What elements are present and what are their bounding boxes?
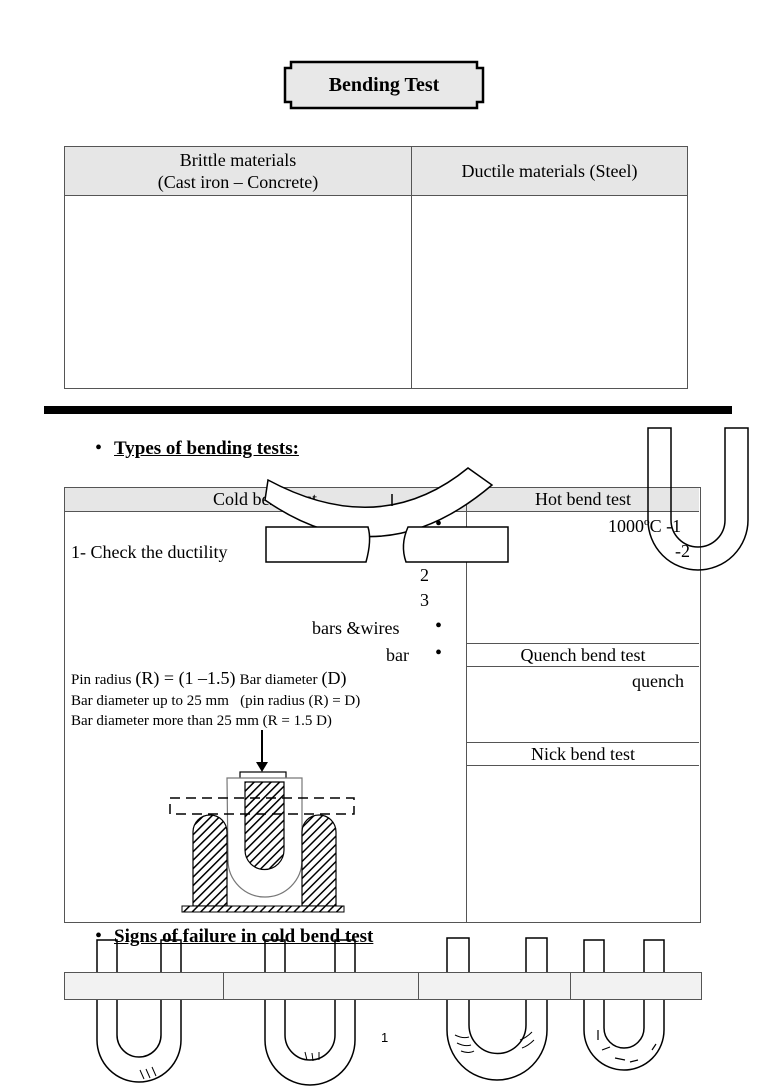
bullet-icon: •: [435, 513, 443, 535]
bullet-icon: •: [95, 925, 103, 947]
cold-item-3: 3: [420, 590, 429, 610]
brittle-examples: (Cast iron – Concrete): [157, 172, 319, 192]
section-divider: [44, 406, 732, 414]
hot-temp-text: 1000ºC -1: [608, 516, 682, 536]
ductile-cell: [411, 195, 688, 389]
materials-table: Brittle materials (Cast iron – Concrete)…: [64, 146, 688, 389]
bar-diameter-symbol: (D): [321, 668, 347, 688]
types-heading: • Types of bending tests:: [95, 437, 299, 460]
failure-u-specimen-icon: [446, 937, 548, 1081]
pin-radius-line: Pin radius (R) = (1 –1.5) Bar diameter (…: [71, 668, 346, 689]
failure-table-row: [64, 972, 702, 1000]
cold-check-text: 1- Check the ductility: [71, 542, 228, 562]
u-specimen-icon: [647, 427, 749, 571]
pin-radius-label: Pin radius: [71, 672, 132, 688]
quench-text: quench: [632, 671, 684, 691]
failure-table-divider: [418, 972, 419, 999]
cold-item-2: 2: [420, 565, 429, 585]
nick-header: Nick bend test: [467, 742, 699, 766]
page-number: 1: [381, 1030, 389, 1045]
title-frame: [283, 60, 485, 110]
cold-bars-wires: bars &wires: [312, 618, 400, 638]
broken-bar-icon: [265, 526, 509, 563]
bar-more-text: Bar diameter more than 25 mm (R = 1.5 D): [71, 713, 332, 729]
cold-bar: bar: [386, 645, 409, 665]
failure-u-specimen-icon: [583, 939, 665, 1071]
bar-upto-text: Bar diameter up to 25 mm (pin radius (R)…: [71, 693, 361, 709]
types-heading-text: Types of bending tests:: [114, 438, 299, 459]
bend-table: [64, 487, 701, 923]
failure-u-specimen-icon: [264, 939, 356, 1086]
failure-u-specimen-icon: [96, 939, 182, 1083]
bend-table-divider: [466, 487, 467, 922]
bullet-icon: •: [95, 437, 103, 459]
bullet-icon: •: [435, 615, 443, 637]
hot-item-2: -2: [675, 541, 690, 561]
bullet-icon: •: [435, 642, 443, 664]
quench-header: Quench bend test: [467, 643, 699, 667]
hot-bend-header: Hot bend test: [535, 489, 631, 509]
brittle-header: Brittle materials (Cast iron – Concrete): [64, 146, 412, 196]
bar-diameter-label: Bar diameter: [239, 672, 318, 688]
brittle-label: Brittle materials: [179, 150, 297, 170]
failure-table-divider: [223, 972, 224, 999]
pin-radius-formula: (R) = (1 –1.5): [135, 668, 236, 688]
ductile-header: Ductile materials (Steel): [411, 146, 688, 196]
failure-table-divider: [570, 972, 571, 999]
bend-press-diagram-icon: [169, 730, 355, 913]
signs-heading: • Signs of failure in cold bend test: [95, 925, 373, 948]
signs-heading-text: Signs of failure in cold bend test: [114, 926, 374, 947]
page-title: Bending Test: [328, 73, 440, 96]
